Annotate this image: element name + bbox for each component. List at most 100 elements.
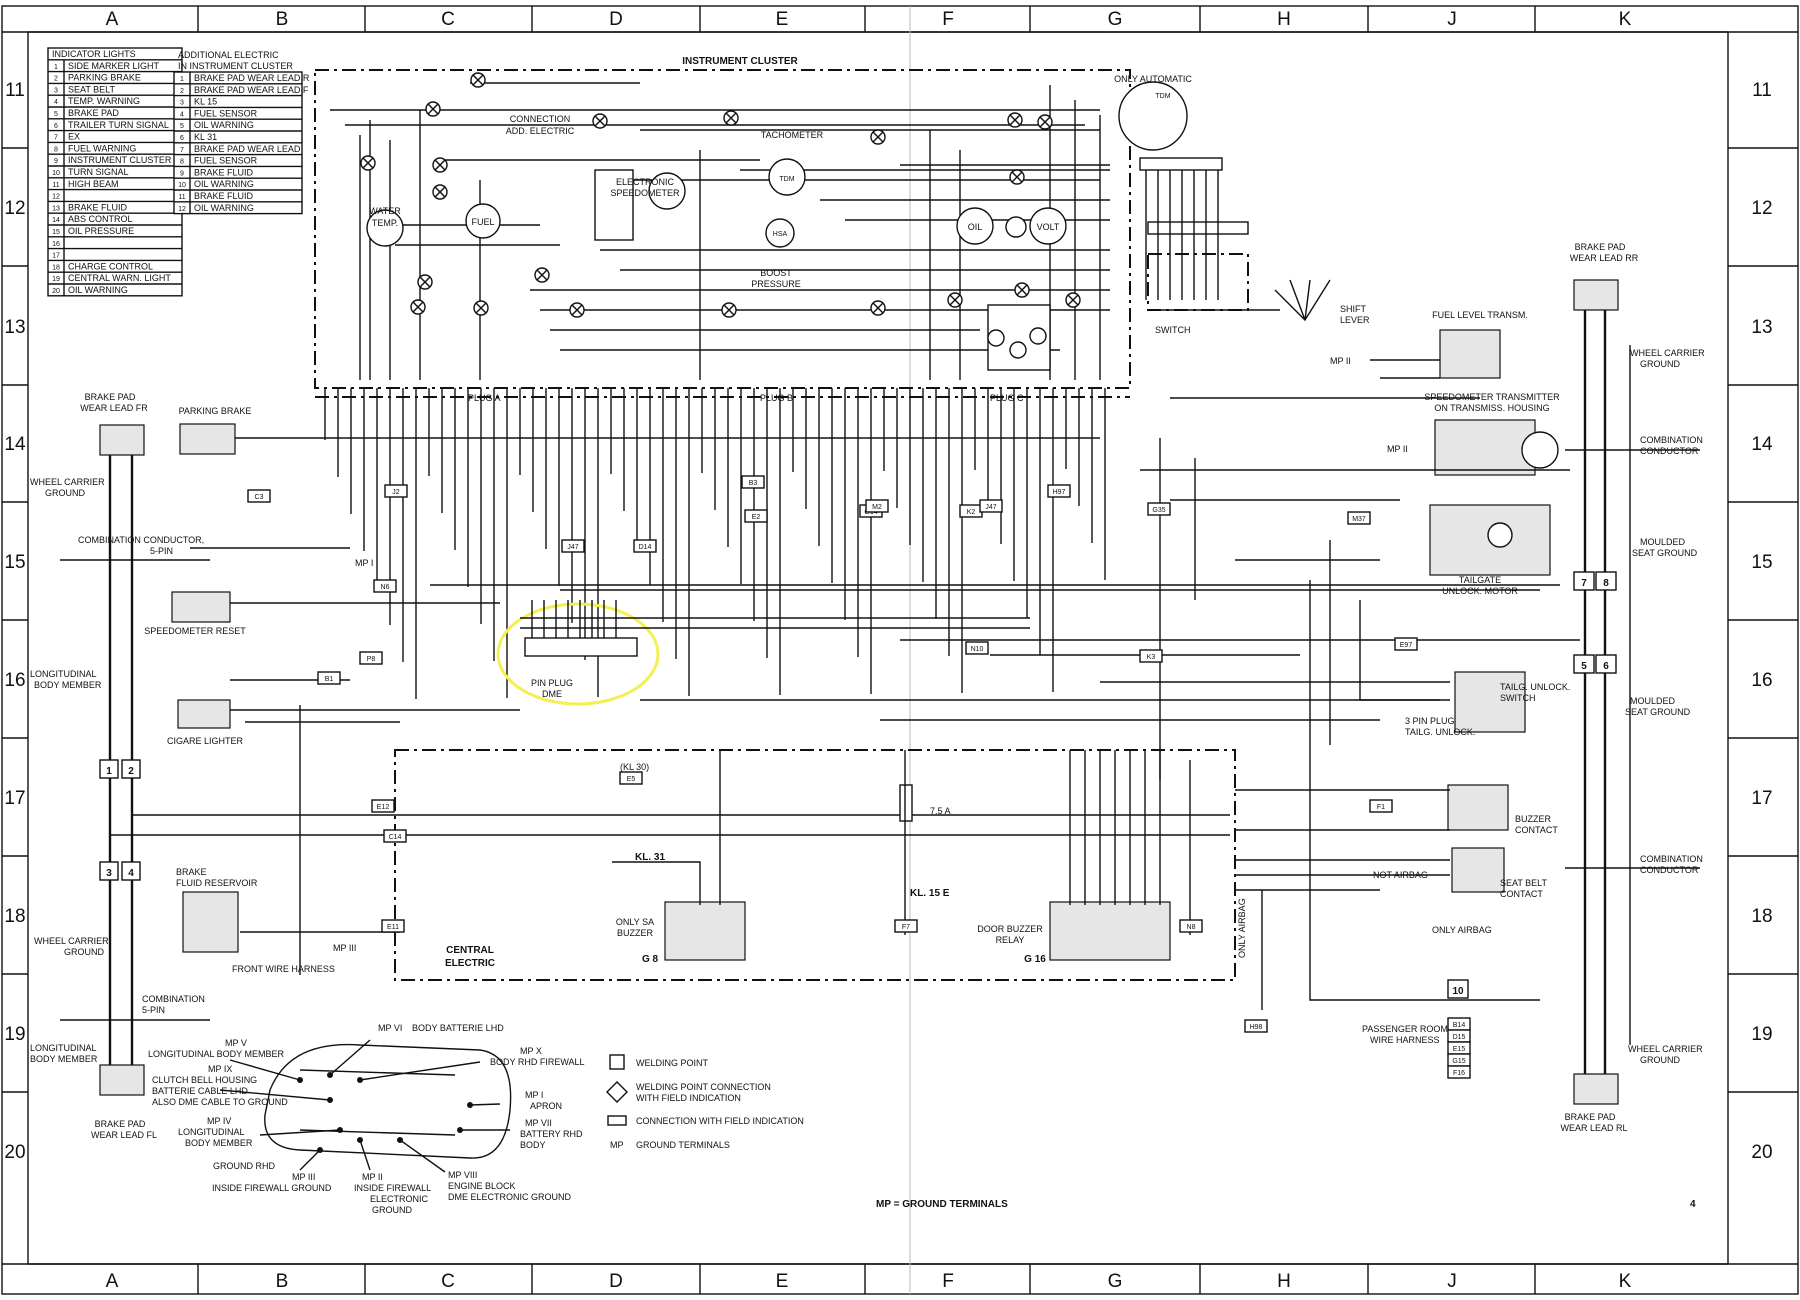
only-sa-buzzer <box>664 901 746 961</box>
svg-text:DOOR BUZZER: DOOR BUZZER <box>977 924 1043 934</box>
svg-text:MP II: MP II <box>362 1172 383 1182</box>
col-label-h-bottom: H <box>1277 1271 1291 1292</box>
indicator-row-number: 15 <box>52 229 60 236</box>
svg-text:3 PIN PLUG: 3 PIN PLUG <box>1405 716 1455 726</box>
svg-text:3: 3 <box>106 868 112 879</box>
svg-text:VOLT: VOLT <box>1037 222 1060 232</box>
svg-text:PARKING BRAKE: PARKING BRAKE <box>179 406 252 416</box>
svg-text:G 16: G 16 <box>1024 954 1046 965</box>
svg-text:BRAKE PAD: BRAKE PAD <box>1565 1112 1616 1122</box>
indicator-row-text: HIGH BEAM <box>68 179 119 189</box>
indicator-row-number: 17 <box>52 253 60 260</box>
field-tag: C14 <box>389 834 402 841</box>
svg-text:RELAY: RELAY <box>996 935 1025 945</box>
row-label-12: 12 <box>4 198 25 219</box>
front-brake-pad-wiring: BRAKE PAD WEAR LEAD FR BRAKE PAD WEAR LE… <box>30 392 210 1140</box>
indicator-row-text: ABS CONTROL <box>68 214 133 224</box>
field-tag: H98 <box>1250 1024 1263 1031</box>
svg-text:CENTRAL: CENTRAL <box>446 945 494 956</box>
automatic-connector <box>1139 157 1223 171</box>
svg-text:SEAT GROUND: SEAT GROUND <box>1632 548 1698 558</box>
ground-terminals-note: MP = GROUND TERMINALS <box>876 1199 1008 1210</box>
additional-row-text: FUEL SENSOR <box>194 108 258 118</box>
svg-text:ENGINE BLOCK: ENGINE BLOCK <box>448 1181 516 1191</box>
indicator-row-text: OIL WARNING <box>68 285 128 295</box>
svg-text:ALSO DME CABLE TO GROUND: ALSO DME CABLE TO GROUND <box>152 1097 288 1107</box>
additional-row-text: KL 31 <box>194 132 217 142</box>
instrument-cluster-box <box>314 69 1131 389</box>
svg-text:GROUND: GROUND <box>1640 359 1680 369</box>
additional-row-number: 6 <box>180 135 184 142</box>
svg-text:GROUND RHD: GROUND RHD <box>213 1161 275 1171</box>
central-electric-internals: ONLY SA BUZZER G 8 DOOR BUZZER RELAY G 1… <box>612 750 1450 1010</box>
svg-text:5: 5 <box>1581 661 1587 672</box>
cluster-internal-wiring <box>330 82 1110 380</box>
svg-text:7: 7 <box>1581 578 1587 589</box>
row-label-20: 20 <box>4 1142 25 1163</box>
svg-text:FLUID RESERVOIR: FLUID RESERVOIR <box>176 878 258 888</box>
svg-text:MP VI: MP VI <box>378 1023 402 1033</box>
row-label-17-right: 17 <box>1751 788 1772 809</box>
svg-text:PRESSURE: PRESSURE <box>751 279 801 289</box>
indicator-row-number: 3 <box>54 87 58 94</box>
connector-tag: F16 <box>1453 1070 1465 1077</box>
car-ground-map: MP V LONGITUDINAL BODY MEMBER MP VI BODY… <box>148 1023 585 1215</box>
svg-text:BRAKE PAD: BRAKE PAD <box>95 1119 146 1129</box>
brake-pad-rl-sensor <box>1573 1073 1619 1105</box>
row-label-20-right: 20 <box>1751 1142 1772 1163</box>
indicator-row-number: 8 <box>54 146 58 153</box>
svg-text:COMBINATION: COMBINATION <box>1640 435 1703 445</box>
volt-gauge <box>1029 207 1067 245</box>
field-tag: C3 <box>255 494 264 501</box>
svg-text:BRAKE PAD: BRAKE PAD <box>1575 242 1626 252</box>
additional-row-number: 12 <box>178 206 186 213</box>
field-tag: N10 <box>971 646 984 653</box>
indicator-row-text: TEMP. WARNING <box>68 96 140 106</box>
svg-text:LONGITUDINAL BODY MEMBER: LONGITUDINAL BODY MEMBER <box>148 1049 285 1059</box>
indicator-row-number: 12 <box>52 194 60 201</box>
indicator-row-number: 6 <box>54 123 58 130</box>
col-label-c: C <box>441 9 455 30</box>
field-tag: F1 <box>1377 804 1385 811</box>
svg-text:TDM: TDM <box>779 176 794 183</box>
svg-text:GROUND TERMINALS: GROUND TERMINALS <box>636 1140 730 1150</box>
svg-text:WHEEL CARRIER: WHEEL CARRIER <box>30 477 105 487</box>
legend-weld-connection-icon <box>606 1081 628 1103</box>
cluster-wires <box>324 388 1106 699</box>
svg-text:ONLY AUTOMATIC: ONLY AUTOMATIC <box>1114 74 1192 84</box>
svg-text:GROUND: GROUND <box>64 947 104 957</box>
svg-text:TAILGATE: TAILGATE <box>1459 575 1501 585</box>
field-tag: B1 <box>325 676 334 683</box>
indicator-row-number: 20 <box>52 288 60 295</box>
col-label-a: A <box>106 9 119 30</box>
svg-text:ADD. ELECTRIC: ADD. ELECTRIC <box>506 126 575 136</box>
buzzer-contact <box>1447 784 1509 831</box>
row-label-11-right: 11 <box>1752 80 1772 101</box>
additional-row-text: OIL WARNING <box>194 120 254 130</box>
electronic-speedometer <box>594 169 634 241</box>
svg-text:BOOST: BOOST <box>760 268 792 278</box>
oil-gauge <box>956 207 994 245</box>
indicator-lamps <box>360 72 1081 318</box>
svg-text:TEMP.: TEMP. <box>372 218 398 228</box>
svg-text:INSIDE FIREWALL: INSIDE FIREWALL <box>354 1183 431 1193</box>
col-label-a-bottom: A <box>106 1271 119 1292</box>
col-label-b: B <box>276 9 289 30</box>
svg-text:BATTERIE CABLE LHD: BATTERIE CABLE LHD <box>152 1086 248 1096</box>
svg-text:2: 2 <box>128 766 134 777</box>
instrument-cluster-title: INSTRUMENT CLUSTER <box>682 56 798 67</box>
field-tag: M37 <box>1352 516 1366 523</box>
svg-text:5-PIN: 5-PIN <box>150 546 173 556</box>
svg-text:ELECTRIC: ELECTRIC <box>445 958 495 969</box>
svg-text:WEAR LEAD RR: WEAR LEAD RR <box>1570 253 1639 263</box>
dme-pin-plug: PIN PLUG DME <box>496 600 660 706</box>
field-tag: B3 <box>749 480 758 487</box>
svg-text:DME ELECTRONIC GROUND: DME ELECTRONIC GROUND <box>448 1192 572 1202</box>
additional-row-text: BRAKE PAD WEAR LEAD <box>194 144 301 154</box>
additional-row-number: 1 <box>180 76 184 83</box>
speedometer-gauge <box>648 172 686 210</box>
field-tag: J47 <box>567 544 578 551</box>
